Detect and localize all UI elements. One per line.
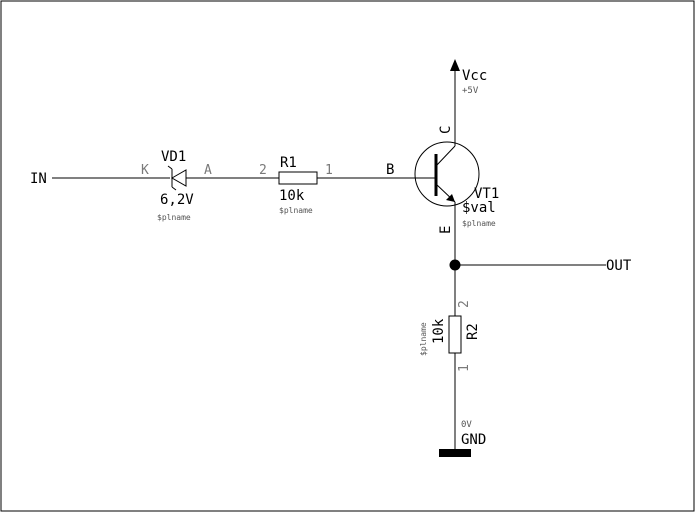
vt1-pin-e: E	[438, 226, 454, 234]
r2-value: 10k	[431, 318, 447, 344]
ground-bar-icon	[439, 449, 471, 457]
vcc-arrow-icon	[450, 59, 460, 71]
net-value-gnd: 0V	[461, 420, 472, 430]
r2-pin-1: 1	[457, 364, 472, 372]
r1-pin-1: 1	[325, 163, 333, 178]
vd1-part: $plname	[157, 213, 191, 222]
vt1-part: $plname	[462, 219, 496, 228]
vd1-value: 6,2V	[160, 192, 194, 208]
zener-diode-vd1-symbol	[167, 165, 187, 191]
resistor-r1-symbol	[278, 171, 318, 185]
transistor-vt1-symbol	[414, 141, 480, 207]
vt1-pin-c: C	[438, 126, 454, 134]
r2-part: $plname	[419, 322, 428, 356]
vt1-ref: VT1	[474, 186, 499, 202]
r1-ref: R1	[280, 155, 297, 171]
vt1-pin-b: B	[386, 162, 394, 178]
net-label-vcc: Vcc	[462, 68, 487, 84]
resistor-r2-symbol	[448, 315, 462, 354]
r2-ref: R2	[465, 323, 481, 340]
vt1-value: $val	[462, 200, 496, 216]
r1-pin-2: 2	[259, 163, 267, 178]
r1-value: 10k	[279, 188, 305, 204]
vd1-pin-a: A	[204, 163, 212, 178]
vd1-ref: VD1	[161, 149, 186, 165]
net-label-in: IN	[30, 171, 47, 187]
net-label-out: OUT	[606, 258, 632, 274]
r2-pin-2: 2	[457, 300, 472, 308]
r1-part: $plname	[279, 206, 313, 215]
vd1-pin-k: K	[141, 163, 149, 178]
net-label-gnd: GND	[461, 432, 486, 448]
net-value-vcc: +5V	[462, 86, 479, 96]
